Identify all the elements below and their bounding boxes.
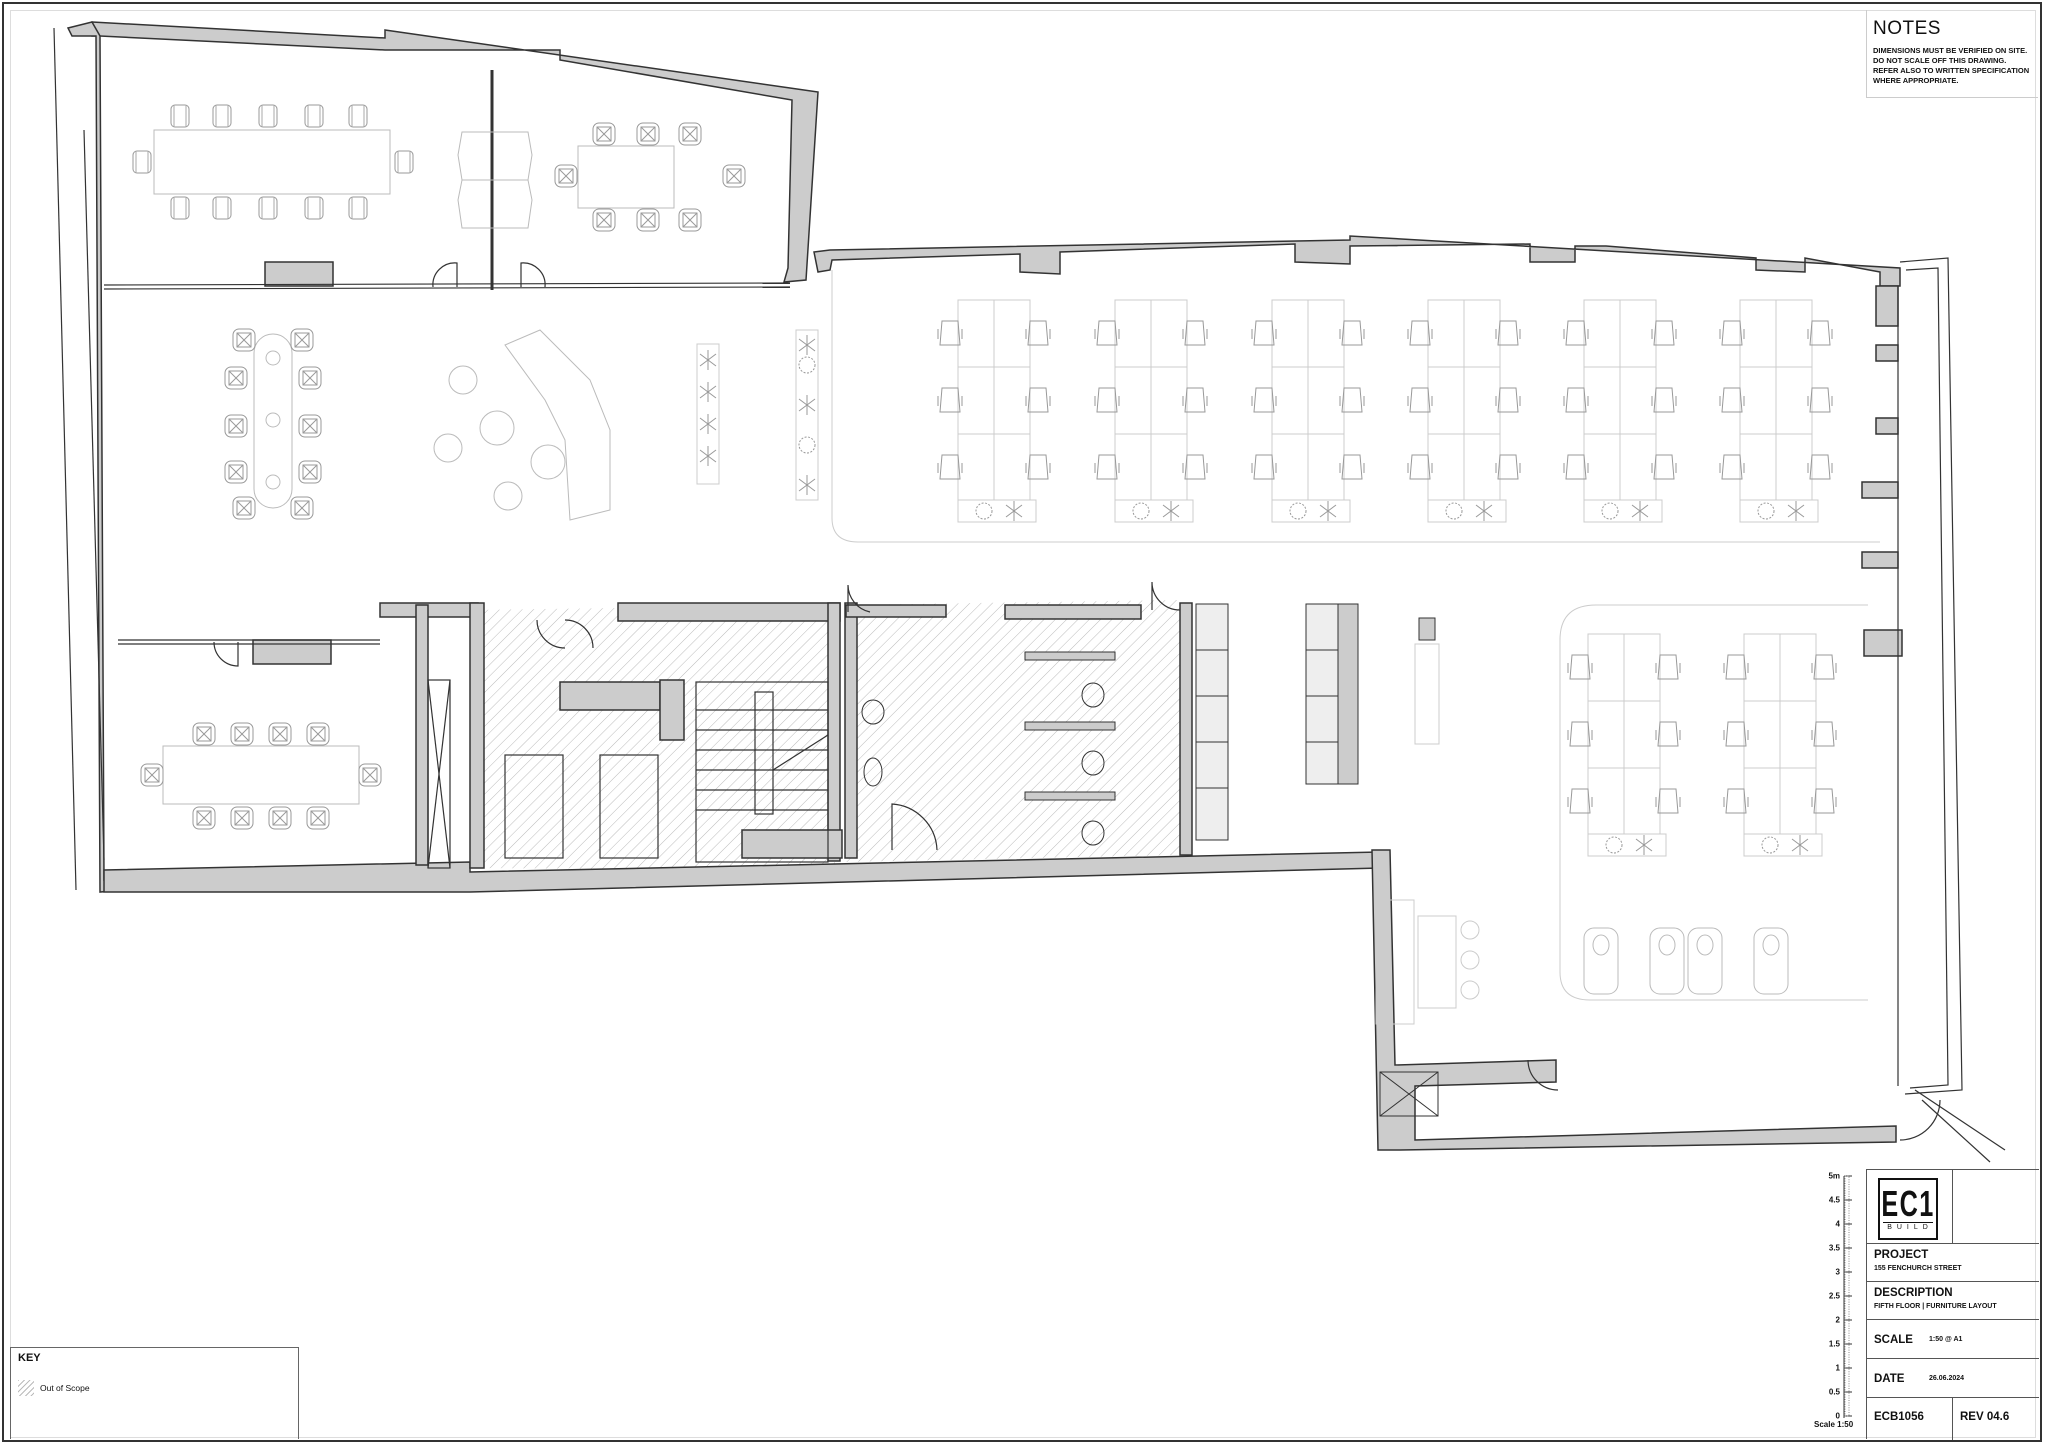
meeting-table-small (554, 122, 746, 232)
scale-tick: 0.5 (1828, 1387, 1840, 1397)
key-panel: KEY Out of Scope (10, 1347, 299, 1439)
tea-point-table (1375, 899, 1480, 1025)
meeting-table-lower (140, 722, 382, 830)
logo-row: EC1 BUILD (1867, 1169, 2039, 1244)
phone-booths (1583, 927, 1789, 995)
drawing-number: ECB1056 (1874, 1411, 1924, 1423)
description-row: DESCRIPTION FIFTH FLOOR | FURNITURE LAYO… (1867, 1281, 2039, 1319)
scale-row: SCALE 1:50 @ A1 (1867, 1319, 2039, 1358)
description-value: FIFTH FLOOR | FURNITURE LAYOUT (1874, 1303, 1997, 1310)
scale-tick: 4 (1835, 1219, 1840, 1229)
project-row: PROJECT 155 FENCHURCH STREET (1867, 1243, 2039, 1281)
stair-core (427, 679, 829, 869)
key-title: KEY (18, 1352, 41, 1364)
scale-bar: 5m 4.5 4 3.5 3 2.5 2 1.5 1 0.5 0 Scale 1… (1808, 1172, 1868, 1432)
desk-clusters-east (1568, 634, 1836, 856)
kitchen (1195, 603, 1440, 841)
scale-tick: 3 (1835, 1267, 1840, 1277)
walls (66, 21, 1903, 1151)
zone-boundary-east (1559, 604, 1868, 1001)
scale-value: 1:50 @ A1 (1929, 1336, 1963, 1343)
partitions (53, 27, 2006, 1163)
date-row: DATE 26.06.2024 (1867, 1358, 2039, 1397)
lounge-sofa (433, 329, 611, 521)
notes-text: DIMENSIONS MUST BE VERIFIED ON SITE. DO … (1873, 46, 2030, 85)
title-block: EC1 BUILD PROJECT 155 FENCHURCH STREET D… (1866, 1169, 2039, 1440)
breakout-oval-table (224, 328, 322, 520)
notes-panel: NOTES DIMENSIONS MUST BE VERIFIED ON SIT… (1866, 10, 2038, 98)
date-label: DATE (1874, 1373, 1905, 1385)
scale-tick: 2.5 (1828, 1291, 1840, 1301)
scale-tick: 3.5 (1828, 1243, 1840, 1253)
hatch-swatch-icon (18, 1380, 34, 1396)
project-value: 155 FENCHURCH STREET (1874, 1265, 1962, 1272)
logo-main: EC1 (1881, 1183, 1935, 1224)
drawing-ref-row: ECB1056 REV 04.6 (1867, 1397, 2039, 1440)
revision: REV 04.6 (1960, 1411, 2010, 1423)
date-value: 26.06.2024 (1929, 1375, 1965, 1382)
planter-bench (696, 329, 819, 501)
tv-screens (457, 131, 533, 229)
description-label: DESCRIPTION (1874, 1287, 1953, 1299)
zone-boundary-north (831, 270, 1880, 543)
scale-tick: 4.5 (1828, 1195, 1840, 1205)
wc-block (861, 651, 1116, 846)
notes-title: NOTES (1873, 18, 1941, 39)
logo-sub: BUILD (1883, 1222, 1933, 1232)
drawing-inner-border (10, 10, 2036, 1438)
scale-tick: 5m (1828, 1171, 1840, 1181)
ec1-build-logo: EC1 BUILD (1878, 1178, 1938, 1240)
scale-tick: 1 (1835, 1363, 1840, 1373)
meeting-table-large (132, 104, 414, 220)
key-item-out-of-scope: Out of Scope (18, 1380, 90, 1396)
project-label: PROJECT (1874, 1249, 1929, 1261)
scale-label: SCALE (1874, 1334, 1913, 1346)
scale-tick: 1.5 (1828, 1339, 1840, 1349)
scale-tick: 0 (1835, 1411, 1840, 1421)
key-item-label: Out of Scope (40, 1383, 90, 1393)
desk-clusters-north (938, 300, 1832, 522)
riser (1379, 1071, 1439, 1117)
scale-tick: 2 (1835, 1315, 1840, 1325)
scale-caption: Scale 1:50 (1814, 1420, 1854, 1429)
